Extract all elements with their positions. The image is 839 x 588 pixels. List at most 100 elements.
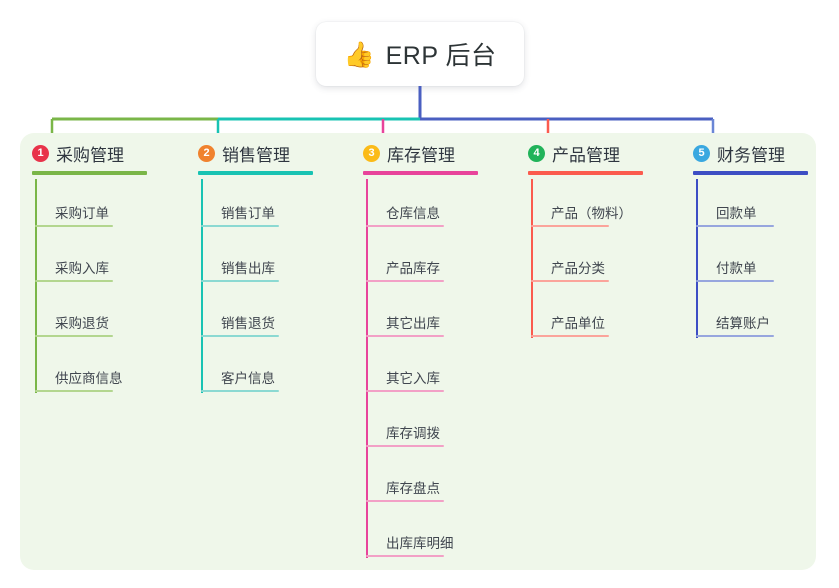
branch-item[interactable]: 回款单 [696, 179, 839, 234]
branch-item-rule [201, 225, 279, 227]
branch-item-rule [366, 500, 444, 502]
root-title: ERP 后台 [385, 42, 497, 70]
branch-badge-5: 5 [693, 144, 710, 162]
branch-badge-3: 3 [363, 144, 380, 162]
branch-item-label: 其它入库 [386, 371, 440, 386]
branch-header-1[interactable]: 1 采购管理 [20, 133, 185, 173]
branch-item[interactable]: 销售订单 [201, 179, 351, 234]
branch-header-rule-1 [32, 171, 147, 175]
branch-column-1: 1 采购管理采购订单采购入库采购退货供应商信息 [20, 133, 185, 399]
branch-item[interactable]: 产品库存 [366, 234, 516, 289]
branch-title-1: 采购管理 [56, 145, 124, 165]
branch-item[interactable]: 采购入库 [35, 234, 185, 289]
branch-header-rule-4 [528, 171, 643, 175]
branch-spine-1 [35, 179, 37, 393]
branch-column-3: 3 库存管理仓库信息产品库存其它出库其它入库库存调拨库存盘点出库库明细 [351, 133, 516, 564]
branch-item-label: 采购入库 [55, 261, 109, 276]
branch-item-rule [201, 280, 279, 282]
branch-item-label: 回款单 [716, 206, 757, 221]
branch-item-label: 产品单位 [551, 316, 605, 331]
branch-children-1: 采购订单采购入库采购退货供应商信息 [20, 179, 185, 399]
branch-item[interactable]: 仓库信息 [366, 179, 516, 234]
branch-item-rule [35, 225, 113, 227]
branch-item[interactable]: 采购退货 [35, 289, 185, 344]
branches-panel [20, 133, 816, 570]
branch-header-4[interactable]: 4 产品管理 [516, 133, 681, 173]
branch-item-rule [366, 280, 444, 282]
branch-item[interactable]: 销售出库 [201, 234, 351, 289]
branch-item-label: 产品库存 [386, 261, 440, 276]
branch-header-rule-3 [363, 171, 478, 175]
branch-item-rule [696, 280, 774, 282]
branch-item-rule [696, 225, 774, 227]
branch-item-label: 采购退货 [55, 316, 109, 331]
branch-item[interactable]: 出库库明细 [366, 509, 516, 564]
branch-item[interactable]: 其它入库 [366, 344, 516, 399]
branch-item-label: 仓库信息 [386, 206, 440, 221]
branch-item[interactable]: 供应商信息 [35, 344, 185, 399]
branch-title-3: 库存管理 [387, 145, 455, 165]
branch-header-3[interactable]: 3 库存管理 [351, 133, 516, 173]
branch-item-rule [531, 335, 609, 337]
branch-children-5: 回款单付款单结算账户 [681, 179, 839, 344]
branch-item-label: 库存调拨 [386, 426, 440, 441]
branch-item[interactable]: 采购订单 [35, 179, 185, 234]
branch-item-label: 库存盘点 [386, 481, 440, 496]
branch-item-label: 付款单 [716, 261, 757, 276]
branch-item-label: 客户信息 [221, 371, 275, 386]
branch-item-label: 结算账户 [716, 316, 770, 331]
branch-item-rule [35, 280, 113, 282]
branch-header-rule-5 [693, 171, 808, 175]
branch-item[interactable]: 库存调拨 [366, 399, 516, 454]
branch-item-label: 产品（物料） [551, 206, 632, 221]
branch-item[interactable]: 产品单位 [531, 289, 681, 344]
branch-badge-4: 4 [528, 144, 545, 162]
branch-item[interactable]: 客户信息 [201, 344, 351, 399]
branch-children-2: 销售订单销售出库销售退货客户信息 [186, 179, 351, 399]
branch-column-5: 5 财务管理回款单付款单结算账户 [681, 133, 839, 344]
branch-header-5[interactable]: 5 财务管理 [681, 133, 839, 173]
branch-item[interactable]: 付款单 [696, 234, 839, 289]
branch-item-rule [35, 390, 113, 392]
branch-spine-3 [366, 179, 368, 558]
branch-item-rule [366, 555, 444, 557]
branch-item-rule [696, 335, 774, 337]
branch-item[interactable]: 库存盘点 [366, 454, 516, 509]
branch-spine-5 [696, 179, 698, 338]
branch-spine-4 [531, 179, 533, 338]
branch-item-rule [35, 335, 113, 337]
branch-item-label: 采购订单 [55, 206, 109, 221]
root-node[interactable]: 👍 ERP 后台 [316, 22, 524, 86]
branch-badge-1: 1 [32, 144, 49, 162]
branch-column-4: 4 产品管理产品（物料） 产品分类产品单位 [516, 133, 681, 344]
branch-badge-2: 2 [198, 144, 215, 162]
branch-item-rule [201, 390, 279, 392]
branch-children-4: 产品（物料） 产品分类产品单位 [516, 179, 681, 344]
branch-item-rule [201, 335, 279, 337]
branch-item-label: 销售退货 [221, 316, 275, 331]
branch-item-rule [531, 280, 609, 282]
branch-spine-2 [201, 179, 203, 393]
branch-item[interactable]: 结算账户 [696, 289, 839, 344]
branch-item-label: 供应商信息 [55, 371, 123, 386]
branch-item-label: 销售订单 [221, 206, 275, 221]
branch-item[interactable]: 产品（物料） [531, 179, 681, 234]
branch-item-label: 出库库明细 [386, 536, 454, 551]
branch-children-3: 仓库信息产品库存其它出库其它入库库存调拨库存盘点出库库明细 [351, 179, 516, 564]
branch-item-rule [366, 390, 444, 392]
thumbs-up-icon: 👍 [343, 40, 375, 69]
branch-item-label: 产品分类 [551, 261, 605, 276]
branch-item-label: 其它出库 [386, 316, 440, 331]
branch-item-rule [531, 225, 609, 227]
branch-item[interactable]: 产品分类 [531, 234, 681, 289]
branch-item-label: 销售出库 [221, 261, 275, 276]
branch-item-rule [366, 335, 444, 337]
branch-title-5: 财务管理 [717, 145, 785, 165]
branch-title-4: 产品管理 [552, 145, 620, 165]
branch-item[interactable]: 销售退货 [201, 289, 351, 344]
branch-item[interactable]: 其它出库 [366, 289, 516, 344]
